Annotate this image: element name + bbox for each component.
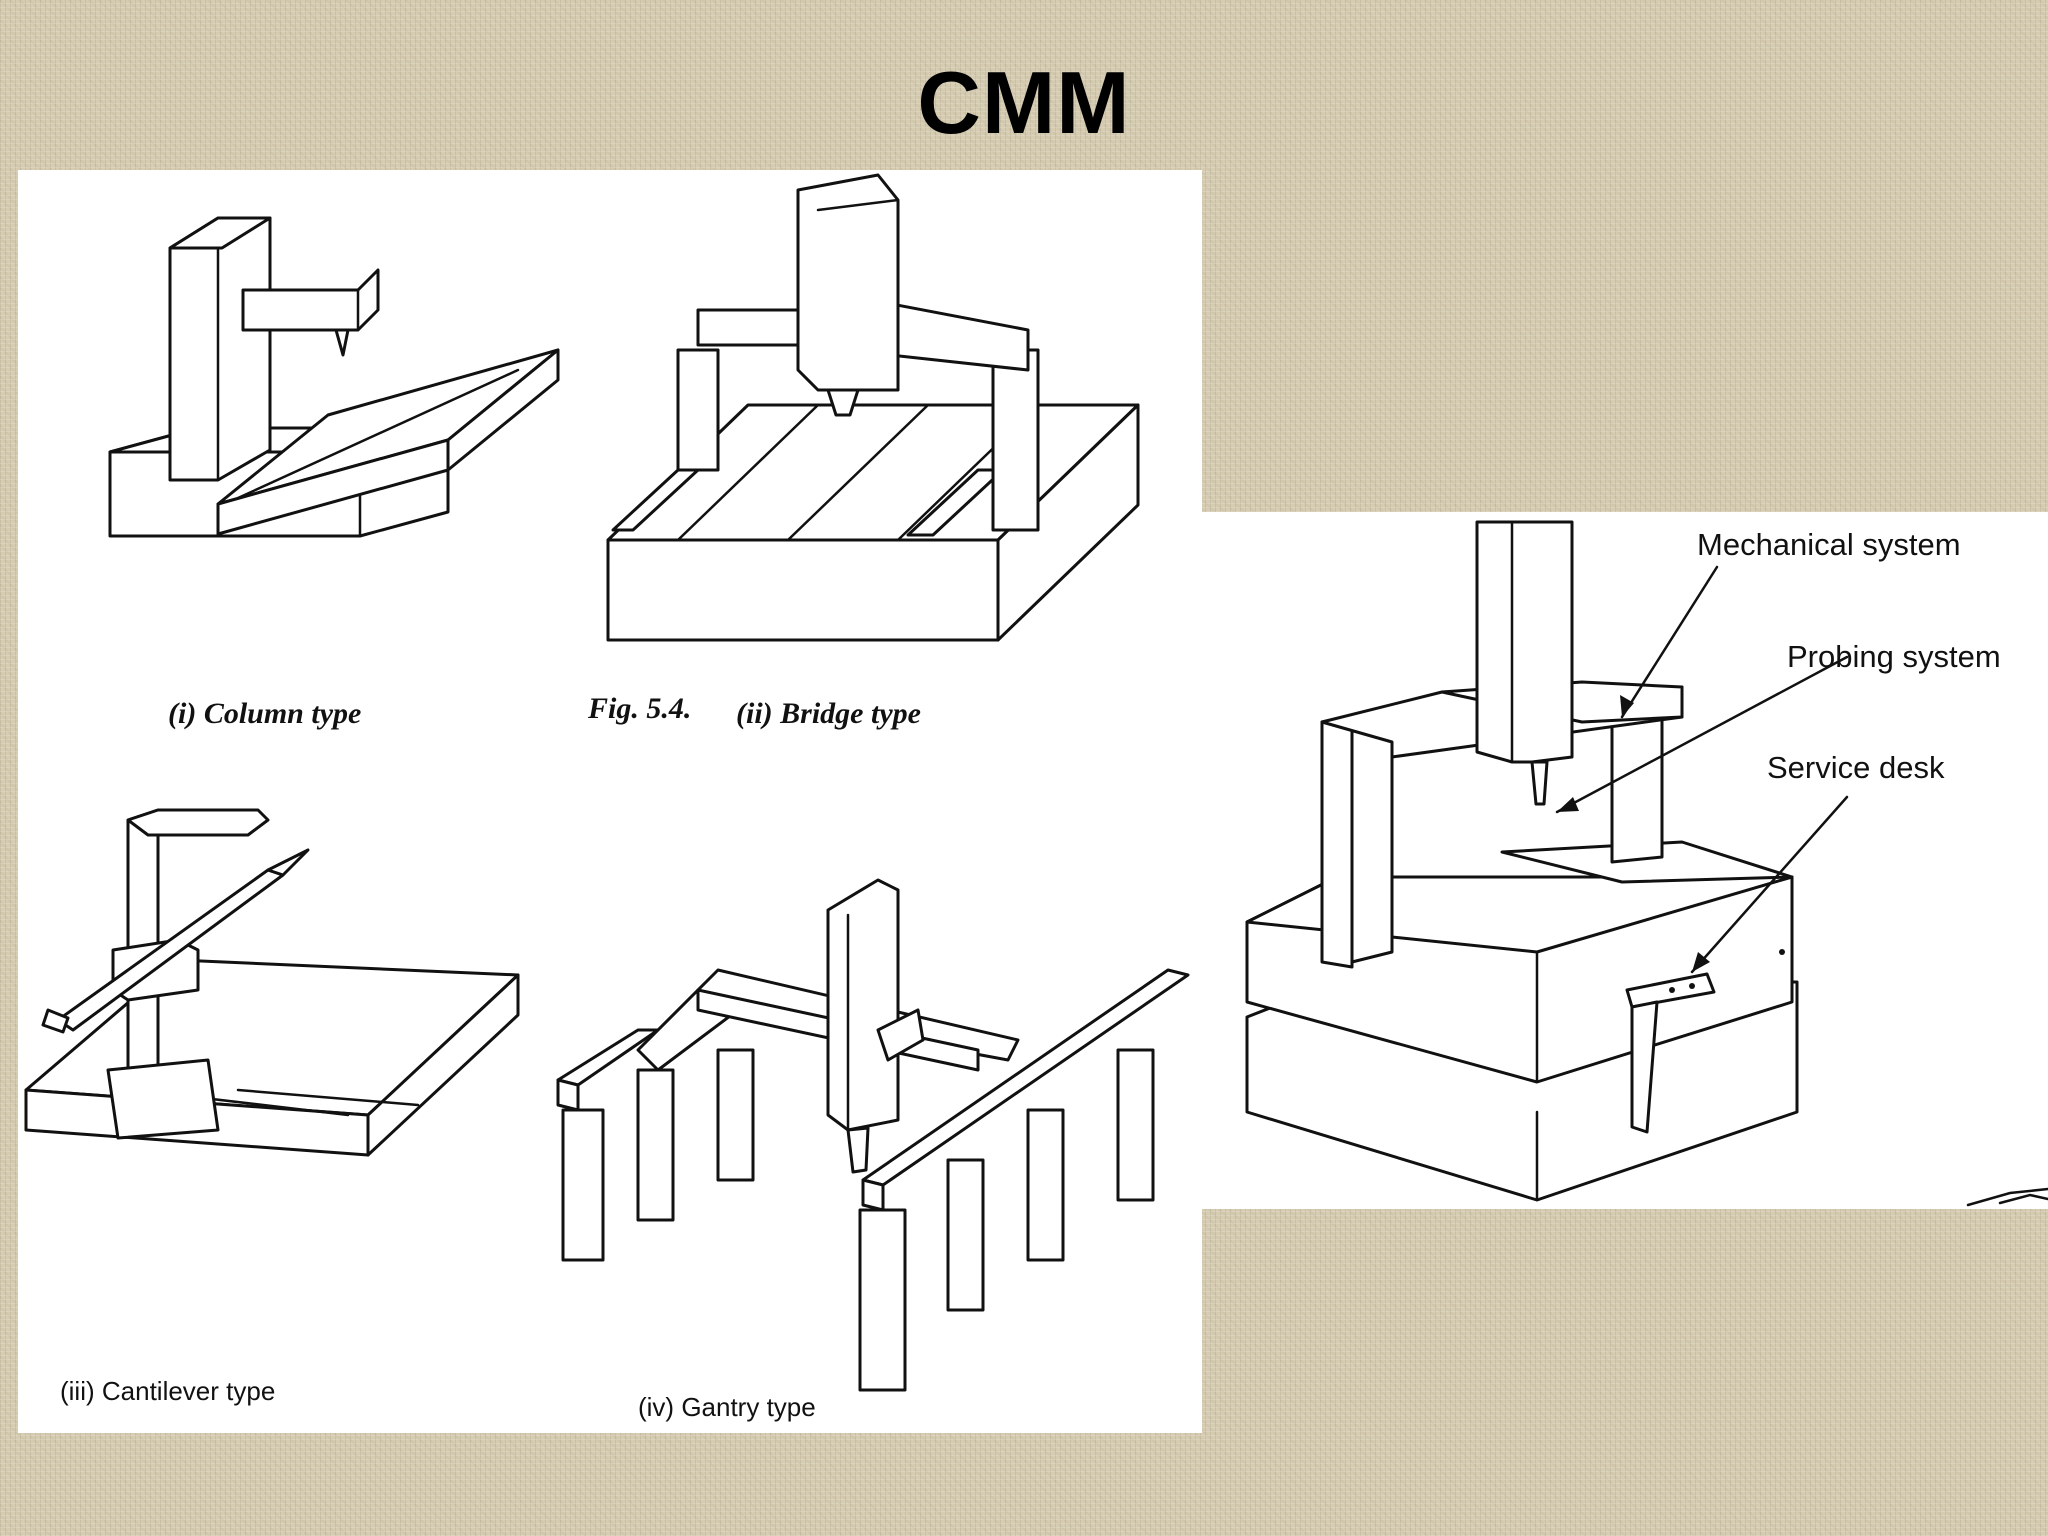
- column-type-caption: (i) Column type: [168, 697, 361, 730]
- slide-title: CMM: [917, 53, 1131, 152]
- mechanical-system-label: Mechanical system: [1697, 527, 1961, 562]
- edge-fragment: [1966, 1187, 2048, 1207]
- service-arrow: [1690, 795, 1849, 974]
- cmm-types-figure: (i) Column type Fig. 5.4. (ii) Bridge ty…: [18, 170, 1202, 1433]
- cantilever-type-cmm-drawing: [24, 808, 520, 1157]
- bridge-type-cmm-drawing: [606, 173, 1140, 642]
- probing-system-label: Probing system: [1787, 639, 2001, 674]
- fig-label: Fig. 5.4.: [587, 692, 691, 725]
- gantry-type-caption: (iv) Gantry type: [638, 1392, 816, 1422]
- probing-arrow: [1555, 655, 1849, 814]
- column-type-cmm-drawing: [108, 216, 560, 538]
- mechanical-arrow: [1620, 565, 1719, 719]
- service-desk-label: Service desk: [1767, 750, 1945, 785]
- cantilever-type-caption: (iii) Cantilever type: [60, 1376, 275, 1406]
- bridge-type-caption: (ii) Bridge type: [736, 697, 921, 730]
- gantry-type-cmm-drawing: [556, 878, 1190, 1392]
- bridge-cmm-drawing: [1245, 520, 1799, 1202]
- cmm-systems-figure: Mechanical system Probing system Service…: [1202, 512, 2048, 1209]
